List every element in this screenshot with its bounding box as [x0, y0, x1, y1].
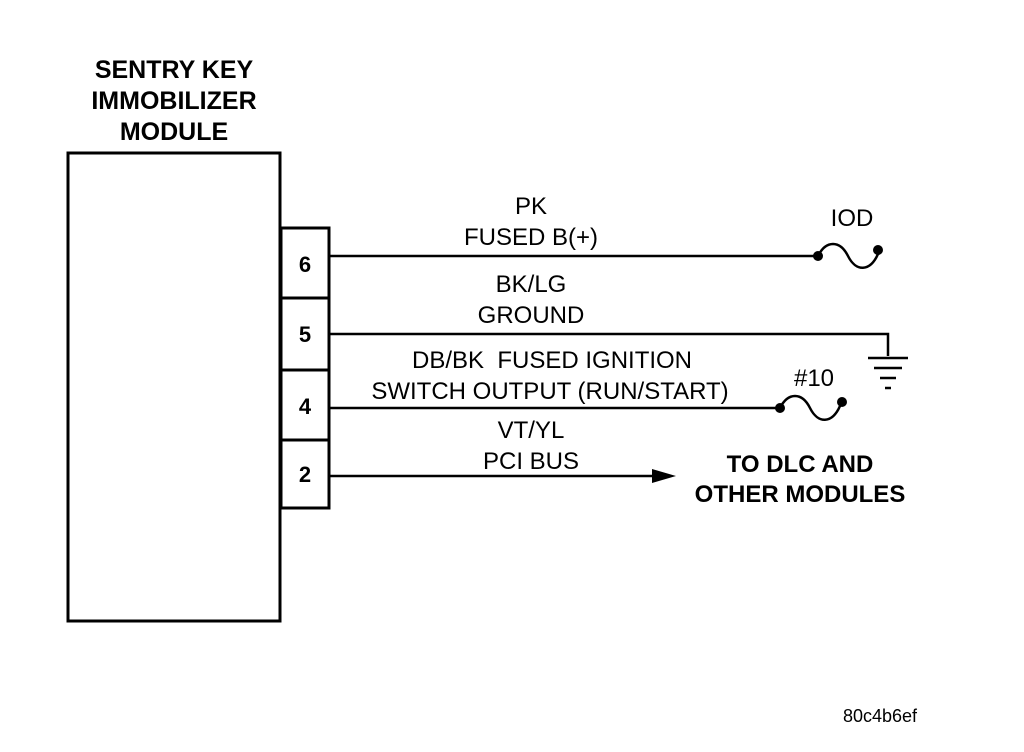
iod-fuse-label: IOD: [831, 205, 874, 232]
pin-4-number: 4: [299, 394, 312, 419]
module-title-line3: MODULE: [120, 118, 228, 146]
ground-icon: [868, 356, 908, 390]
module-box: [66, 151, 282, 623]
pin-5-wire-color: BK/LG: [496, 271, 567, 298]
fuse-10-icon: [775, 394, 847, 421]
pin-6-number: 6: [299, 252, 311, 277]
pin-2-number: 2: [299, 462, 311, 487]
module-title-line2: IMMOBILIZER: [91, 87, 256, 115]
pin-2-circuit: PCI BUS: [483, 448, 579, 475]
reference-code: 80c4b6ef: [843, 706, 918, 726]
destination-line2: OTHER MODULES: [695, 481, 906, 508]
pin-6-wire-color: PK: [515, 193, 547, 220]
pin-2-wire-color: VT/YL: [498, 417, 565, 444]
pin-2-arrowhead: [652, 469, 676, 483]
pin-4-wire-color-circuit: DB/BK FUSED IGNITION: [412, 347, 692, 374]
connector: [279, 226, 331, 510]
destination-line1: TO DLC AND: [727, 451, 874, 478]
pin-2-cavity: [279, 438, 331, 510]
pin-6-circuit: FUSED B(+): [464, 224, 598, 251]
pin-5-number: 5: [299, 322, 311, 347]
iod-fuse-icon: [813, 242, 883, 269]
pin-4-circuit-line2: SWITCH OUTPUT (RUN/START): [371, 378, 728, 405]
pin-5-wire: [330, 332, 890, 356]
module-title-line1: SENTRY KEY: [95, 56, 254, 84]
pin-5-circuit: GROUND: [478, 302, 585, 329]
fuse-10-label: #10: [794, 365, 834, 392]
